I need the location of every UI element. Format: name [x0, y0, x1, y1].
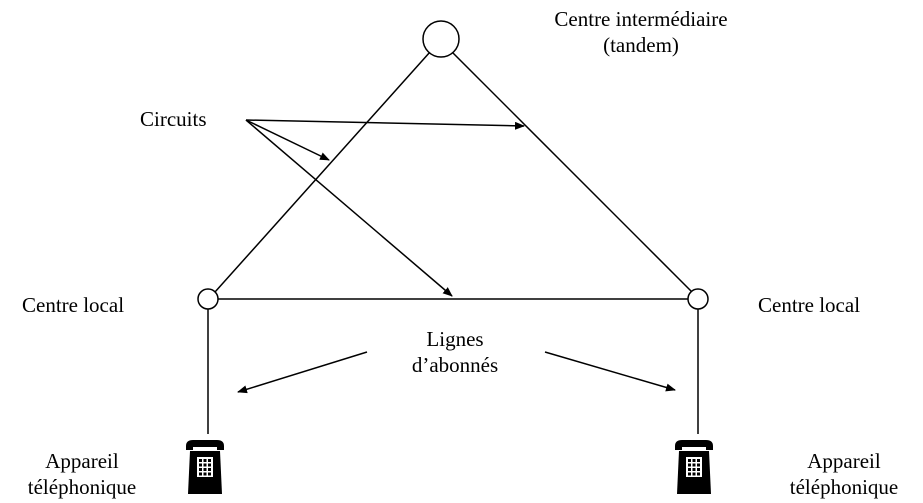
tandem-node — [422, 20, 460, 58]
telephone-right-label-line1: Appareil — [807, 449, 881, 473]
circuits-arrow-3 — [245, 119, 453, 297]
telephone-left-label-line2: téléphonique — [27, 475, 137, 499]
circuits-arrow-2 — [245, 119, 330, 161]
lines-arrow-left — [237, 351, 368, 394]
lines-arrow-right — [544, 351, 676, 392]
telephone-right-label: Appareil téléphonique — [765, 448, 923, 500]
tandem-label-line1: Centre intermédiaire — [554, 7, 728, 31]
circuits-label: Circuits — [140, 107, 207, 131]
local-node-right — [687, 288, 709, 310]
circuit-tandem-right — [451, 51, 693, 293]
telephone-icon-left — [186, 440, 224, 494]
tandem-label: Centre intermédiaire (tandem) — [518, 6, 764, 58]
subscriber-lines-label: Lignes d’abonnés — [380, 326, 530, 378]
tandem-label-line2: (tandem) — [603, 33, 679, 57]
local-center-right-label: Centre local — [758, 293, 861, 317]
subscriber-lines-label-line1: Lignes — [426, 327, 484, 351]
telephone-right-label-line2: téléphonique — [789, 475, 899, 499]
telephone-icon-right — [675, 440, 713, 494]
local-center-left-label: Centre local — [22, 293, 125, 317]
circuit-left-tandem — [214, 51, 431, 293]
circuits-arrow-1 — [245, 119, 525, 130]
telephone-left-label-line1: Appareil — [45, 449, 119, 473]
local-node-left — [197, 288, 219, 310]
subscriber-lines-label-line2: d’abonnés — [411, 353, 499, 377]
telephone-left-label: Appareil téléphonique — [0, 448, 164, 500]
